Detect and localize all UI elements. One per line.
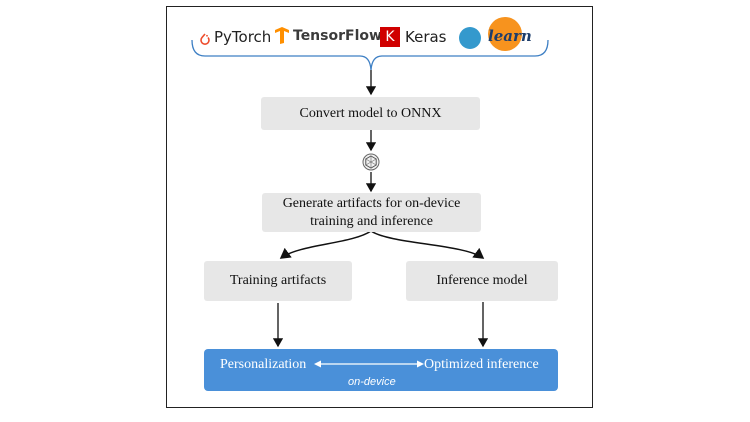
training-artifacts-step: Training artifacts: [204, 261, 352, 301]
personalization-label: Personalization: [220, 357, 307, 372]
tensorflow-label: TensorFlow: [293, 27, 382, 44]
onnx-icon: [362, 153, 380, 171]
tensorflow-icon: [274, 27, 290, 44]
generate-step: Generate artifacts for on-device trainin…: [262, 193, 481, 232]
sklearn-logo: learn: [458, 12, 532, 52]
keras-icon: K: [380, 27, 400, 47]
convert-label: Convert model to ONNX: [299, 105, 442, 121]
inference-model-step: Inference model: [406, 261, 558, 301]
generate-label-line2: training and inference: [310, 213, 433, 229]
generate-label-line1: Generate artifacts for on-device: [282, 195, 461, 211]
arrow-to-training: [279, 230, 372, 259]
on-device-bar: Personalization Optimized inference on-d…: [204, 349, 558, 391]
training-label: Training artifacts: [229, 273, 327, 288]
tensorflow-logo: TensorFlow: [274, 27, 382, 44]
arrow-to-inference: [370, 230, 485, 259]
keras-label: Keras: [405, 28, 447, 46]
keras-logo: K Keras: [380, 27, 447, 47]
pytorch-icon: [200, 31, 210, 45]
pytorch-label: PyTorch: [214, 28, 272, 46]
inference-label: Inference model: [436, 273, 528, 288]
sklearn-label: learn: [488, 27, 532, 45]
optimized-inference-label: Optimized inference: [424, 357, 539, 372]
convert-step: Convert model to ONNX: [261, 97, 480, 130]
on-device-label: on-device: [348, 376, 396, 388]
bidirectional-arrow: [314, 360, 424, 368]
pytorch-logo: PyTorch: [200, 28, 271, 46]
sklearn-icon: [459, 17, 522, 51]
